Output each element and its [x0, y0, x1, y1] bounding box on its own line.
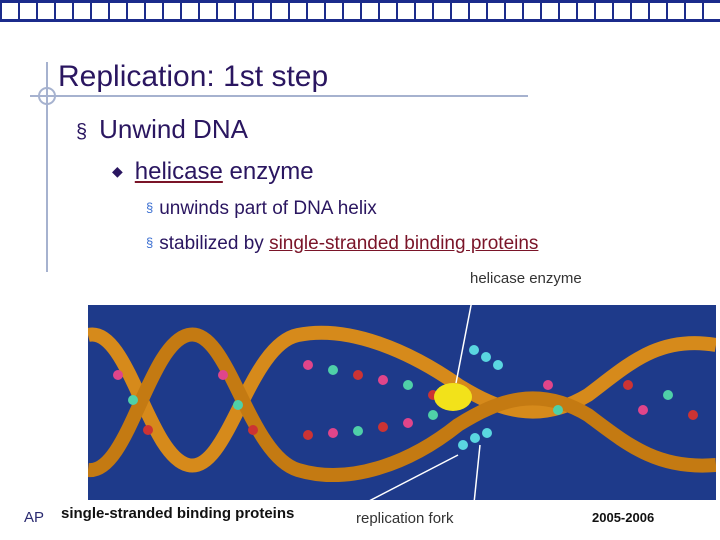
checker-square	[668, 3, 684, 19]
checker-square	[308, 3, 324, 19]
square-bullet-icon: §	[146, 235, 154, 250]
pointer-ssb	[369, 454, 459, 500]
label-helicase-enzyme: helicase enzyme	[470, 270, 582, 287]
checker-square	[704, 3, 720, 19]
checker-square	[200, 3, 216, 19]
checker-square	[92, 3, 108, 19]
checker-square	[596, 3, 612, 19]
top-bar	[0, 0, 720, 22]
checker-square	[56, 3, 72, 19]
base-pairs	[113, 360, 698, 440]
checker-square	[146, 3, 162, 19]
square-bullet-icon: §	[146, 200, 154, 215]
label-replication-fork: replication fork	[356, 510, 454, 527]
checker-square	[74, 3, 90, 19]
checker-square	[290, 3, 306, 19]
checker-square	[362, 3, 378, 19]
bullet-level-1: § Unwind DNA	[76, 114, 248, 145]
bullet-text: enzyme	[222, 158, 314, 185]
checker-square	[254, 3, 270, 19]
slide-title: Replication: 1st step	[58, 60, 329, 93]
checker-square	[560, 3, 576, 19]
checker-square	[632, 3, 648, 19]
bullet-text: unwinds part of DNA helix	[159, 198, 377, 219]
term-ssb: single-stranded binding proteins	[269, 233, 539, 254]
checker-square	[236, 3, 252, 19]
checker-square	[164, 3, 180, 19]
checker-square	[578, 3, 594, 19]
helicase-enzyme-shape	[434, 383, 472, 411]
checker-square	[506, 3, 522, 19]
ssb-proteins	[458, 345, 503, 450]
pointer-fork	[473, 444, 481, 500]
bullet-text: stabilized by	[159, 233, 270, 254]
bullet-level-3: § unwinds part of DNA helix	[146, 198, 377, 220]
bullet-level-3: § stabilized by single-stranded binding p…	[146, 233, 538, 255]
checker-square	[614, 3, 630, 19]
square-bullet-icon: §	[76, 121, 88, 143]
label-ssb-proteins: single-stranded binding proteins	[61, 505, 295, 522]
footer-ap: AP	[24, 509, 45, 526]
crosshair-icon	[38, 87, 56, 105]
checker-square	[542, 3, 558, 19]
top-checker-pattern	[0, 0, 720, 22]
checker-square	[434, 3, 450, 19]
checker-square	[470, 3, 486, 19]
bullet-text: Unwind DNA	[99, 114, 248, 144]
term-helicase: helicase	[134, 158, 223, 185]
checker-square	[650, 3, 666, 19]
checker-square	[398, 3, 414, 19]
checker-square	[326, 3, 342, 19]
checker-square	[452, 3, 468, 19]
dna-replication-figure	[88, 305, 716, 500]
title-underline	[30, 95, 528, 97]
checker-square	[218, 3, 234, 19]
checker-square	[416, 3, 432, 19]
dna-strand-bottom	[88, 327, 716, 482]
diamond-bullet-icon: ◆	[112, 163, 123, 179]
checker-square	[182, 3, 198, 19]
dna-strand-top	[88, 325, 716, 473]
checker-square	[20, 3, 36, 19]
checker-square	[380, 3, 396, 19]
checker-square	[110, 3, 126, 19]
checker-square	[272, 3, 288, 19]
vertical-guide-line	[46, 62, 48, 272]
checker-square	[128, 3, 144, 19]
checker-square	[524, 3, 540, 19]
checker-square	[686, 3, 702, 19]
checker-square	[344, 3, 360, 19]
checker-square	[2, 3, 18, 19]
pointer-helicase	[455, 305, 472, 384]
checker-square	[38, 3, 54, 19]
footer-year: 2005-2006	[592, 510, 655, 525]
checker-square	[488, 3, 504, 19]
bullet-level-2: ◆ helicase enzyme	[112, 158, 314, 186]
